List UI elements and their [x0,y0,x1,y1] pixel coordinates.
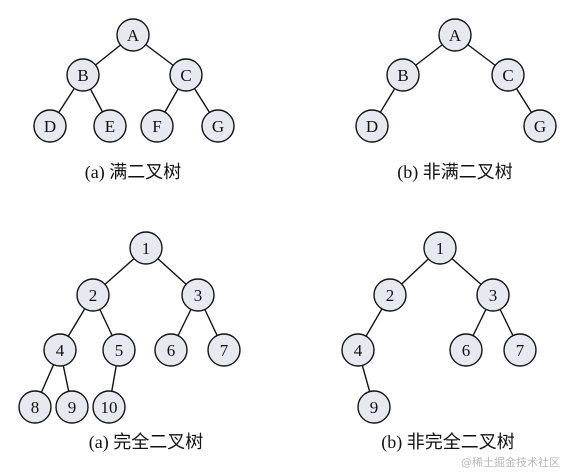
node-label: 3 [489,286,498,305]
node-circle [102,333,136,367]
node-C: C [169,58,203,92]
node-6: 6 [154,333,188,367]
node-circle [18,390,52,424]
node-circle [181,278,215,312]
node-circle [116,18,150,52]
node-circle [66,58,100,92]
node-8: 8 [18,390,52,424]
node-3: 3 [181,278,215,312]
node-circle [207,333,241,367]
node-circle [449,333,483,367]
node-label: A [449,26,462,45]
node-7: 7 [503,333,537,367]
node-circle [373,278,407,312]
node-label: 1 [436,239,445,258]
node-label: 5 [115,341,124,360]
node-circle [140,109,174,143]
node-circle [341,333,375,367]
node-7: 7 [207,333,241,367]
node-circle [386,58,420,92]
node-circle [491,58,525,92]
node-circle [503,333,537,367]
node-9: 9 [357,390,391,424]
node-F: F [140,109,174,143]
node-C: C [491,58,525,92]
node-5: 5 [102,333,136,367]
node-label: D [44,117,56,136]
node-10: 10 [92,390,126,424]
node-label: G [534,117,546,136]
node-circle [201,109,235,143]
node-label: C [180,66,191,85]
node-label: 9 [370,398,379,417]
node-label: C [502,66,513,85]
diagram-caption: (a) 满二叉树 [85,162,181,183]
node-circle [438,18,472,52]
node-label: A [127,26,140,45]
node-D: D [355,109,389,143]
node-circle [423,231,457,265]
node-2: 2 [76,278,110,312]
node-circle [129,231,163,265]
node-9: 9 [55,390,89,424]
diagram-caption: (b) 非满二叉树 [397,162,513,183]
node-label: B [397,66,408,85]
node-circle [33,109,67,143]
node-label: 4 [354,341,363,360]
node-label: 4 [56,341,65,360]
node-label: 10 [101,398,118,417]
node-4: 4 [43,333,77,367]
node-B: B [386,58,420,92]
node-4: 4 [341,333,375,367]
node-label: G [212,117,224,136]
node-label: F [152,117,161,136]
diagram-caption: (b) 非完全二叉树 [381,432,515,453]
node-circle [357,390,391,424]
node-D: D [33,109,67,143]
node-A: A [438,18,472,52]
tree-diagram-1: A B C D E F G (a) 满二叉树 [33,18,235,183]
node-circle [93,109,127,143]
node-circle [43,333,77,367]
node-label: 6 [462,341,471,360]
node-A: A [116,18,150,52]
node-label: 7 [516,341,525,360]
tree-diagram-3: 1 2 3 4 5 6 7 8 9 10 (a) 完全二叉树 [18,231,241,453]
node-label: D [366,117,378,136]
node-circle [55,390,89,424]
node-G: G [201,109,235,143]
tree-diagram-2: A B C D G (b) 非满二叉树 [355,18,557,183]
node-label: 1 [142,239,151,258]
node-E: E [93,109,127,143]
node-circle [92,390,126,424]
node-B: B [66,58,100,92]
node-circle [476,278,510,312]
node-2: 2 [373,278,407,312]
node-label: 3 [194,286,203,305]
node-circle [523,109,557,143]
node-1: 1 [423,231,457,265]
node-circle [154,333,188,367]
node-6: 6 [449,333,483,367]
node-label: 8 [31,398,40,417]
node-circle [355,109,389,143]
node-label: B [77,66,88,85]
node-circle [76,278,110,312]
node-label: 2 [386,286,395,305]
node-circle [169,58,203,92]
node-1: 1 [129,231,163,265]
node-G: G [523,109,557,143]
node-label: 7 [220,341,229,360]
node-label: 2 [89,286,98,305]
node-label: E [105,117,115,136]
diagram-caption: (a) 完全二叉树 [89,432,203,453]
tree-diagram-4: 1 2 3 4 6 7 9(b) 非完全二叉树 [341,231,537,453]
node-label: 9 [68,398,77,417]
node-label: 6 [167,341,176,360]
node-3: 3 [476,278,510,312]
watermark: @稀土掘金技术社区 [461,455,560,469]
